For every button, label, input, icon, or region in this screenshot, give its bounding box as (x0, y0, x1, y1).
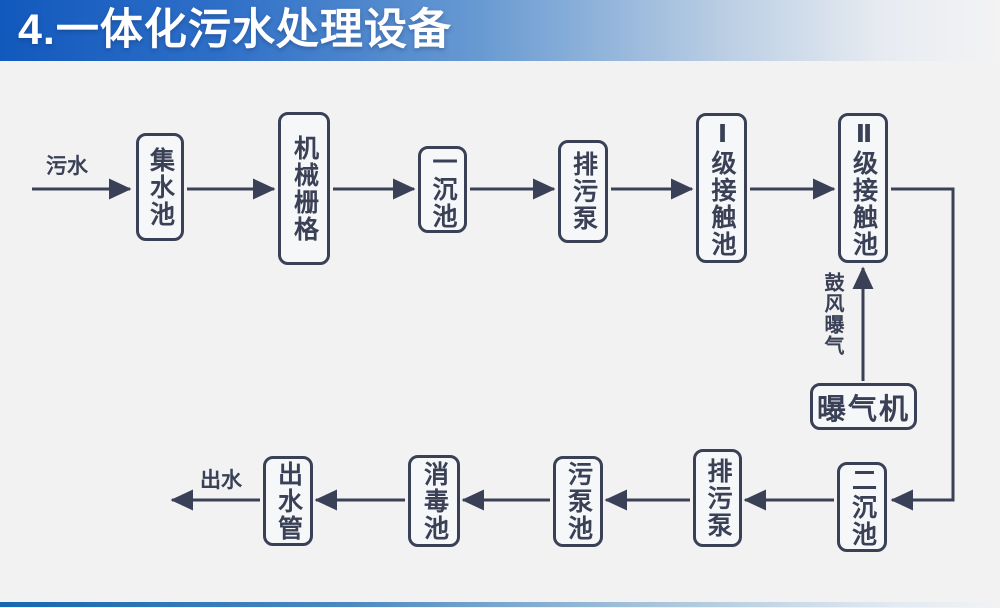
node-collecting-tank: 集水池 (136, 133, 184, 241)
node-contact-tank-2: Ⅱ级接触池 (838, 113, 888, 263)
connector-contact-tank-2-to-secondary-sedimentation (890, 187, 955, 511)
node-sludge-pump-tank: 污泵池 (553, 456, 603, 547)
page-title: 4.一体化污水处理设备 (18, 6, 452, 54)
node-contact-tank-1: Ⅰ级接触池 (696, 113, 747, 263)
effluent-label: 出水 (200, 469, 242, 492)
title-bar: 4.一体化污水处理设备 (0, 0, 1000, 61)
node-aerator: 曝气机 (810, 383, 917, 430)
node-sewage-pump-1: 排污泵 (558, 140, 608, 243)
node-secondary-sedimentation-tank: 二沉池 (837, 462, 887, 552)
bottom-accent-bar (0, 602, 1000, 607)
aeration-label: 鼓风曝气 (821, 272, 843, 356)
node-outlet-pipe: 出水管 (263, 456, 313, 546)
node-primary-sedimentation-tank: 一沉池 (418, 146, 467, 233)
node-sewage-pump-2: 排污泵 (693, 449, 742, 547)
influent-label: 污水 (46, 155, 88, 178)
node-mechanical-grid: 机械栅格 (278, 112, 330, 265)
node-disinfection-tank: 消毒池 (408, 455, 460, 547)
